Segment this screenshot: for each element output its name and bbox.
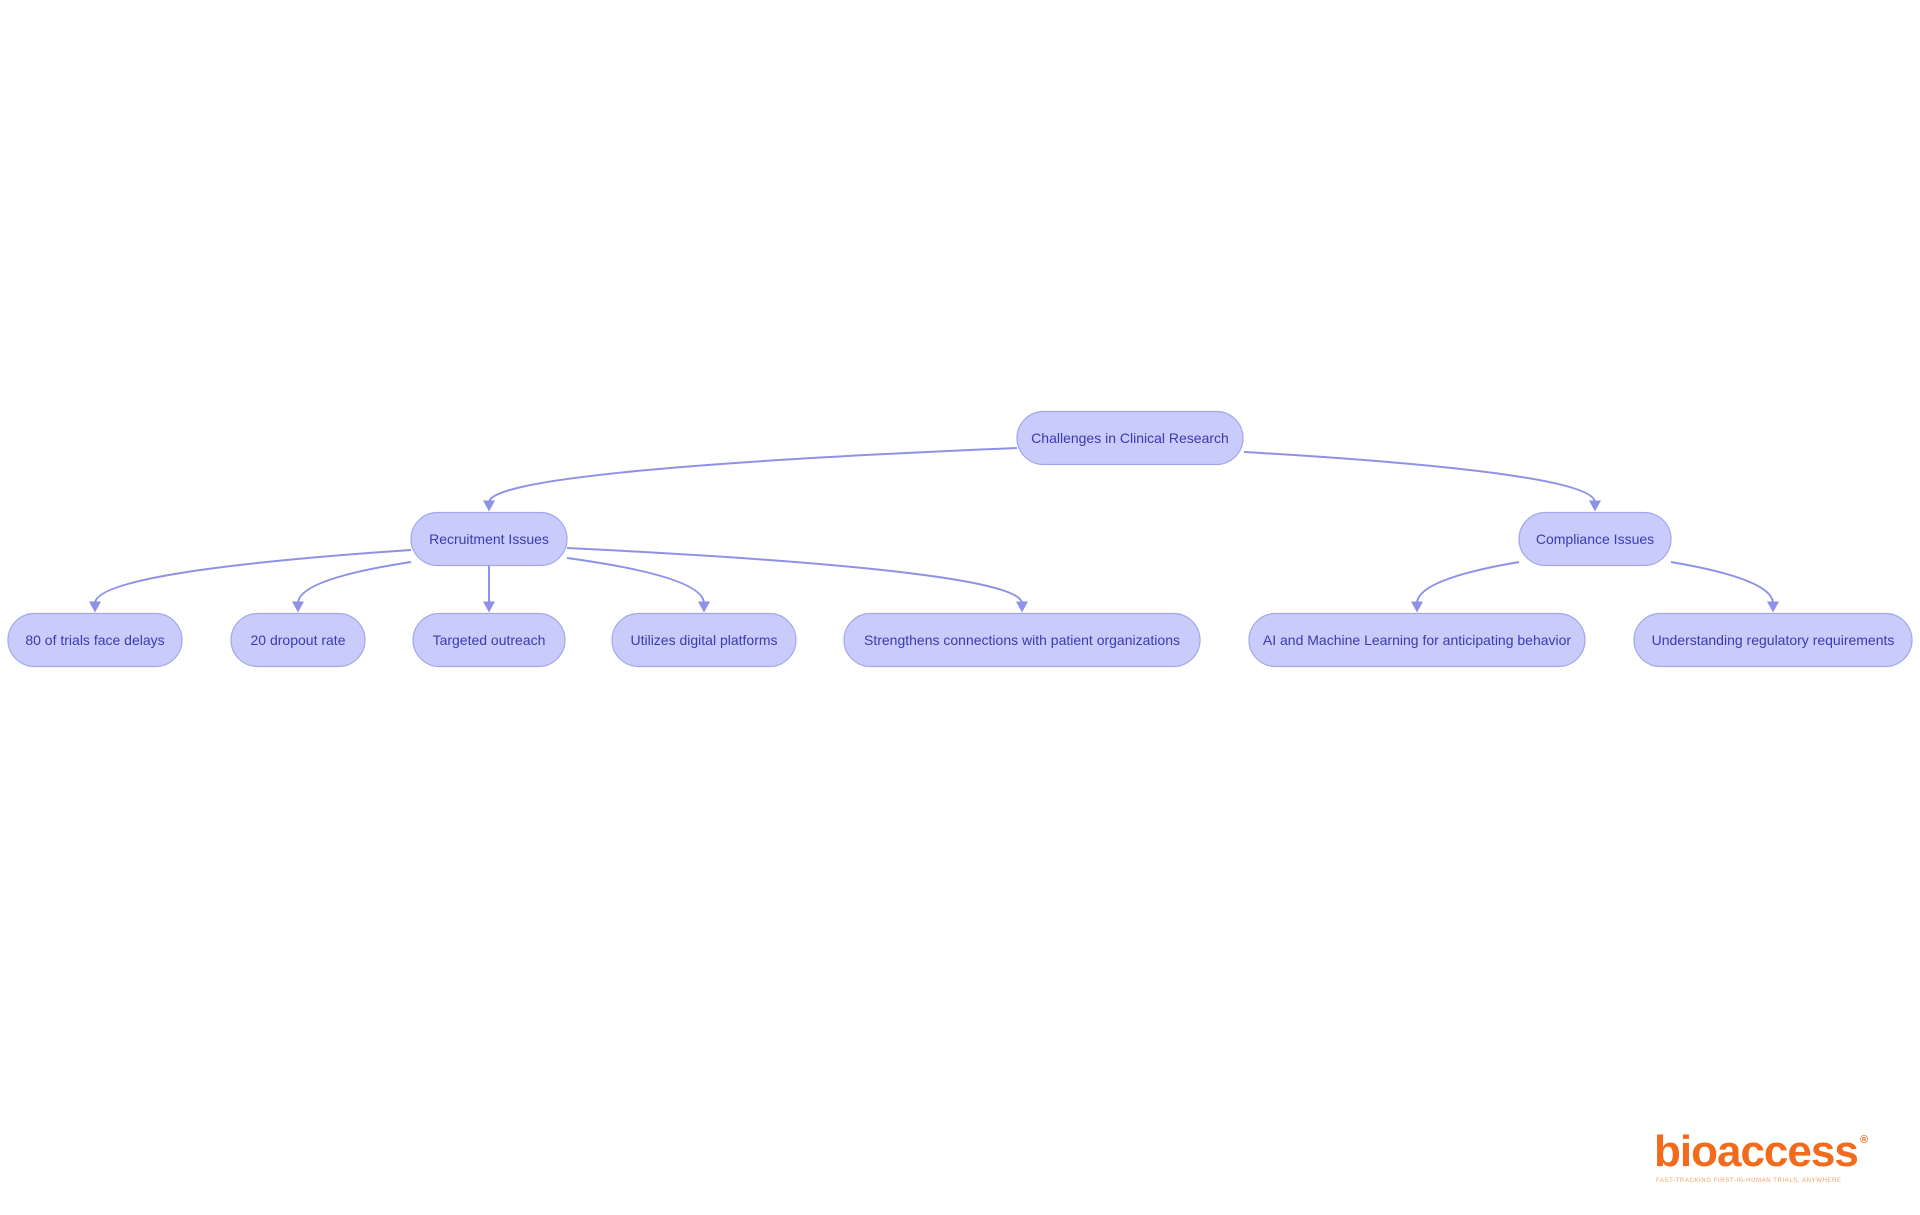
edge-recruitment-to-r2 xyxy=(297,561,412,604)
arrowhead-r2 xyxy=(292,601,304,613)
edge-root-to-compliance xyxy=(1243,451,1596,503)
node-c1: AI and Machine Learning for anticipating… xyxy=(1248,612,1586,668)
node-label-compliance: Compliance Issues xyxy=(1536,531,1654,547)
node-label-r5: Strengthens connections with patient org… xyxy=(864,632,1180,648)
edge-recruitment-to-r4 xyxy=(566,557,705,604)
node-label-recruitment: Recruitment Issues xyxy=(429,531,549,547)
node-shape-recruitment xyxy=(410,511,568,567)
node-shape-r2 xyxy=(230,612,366,668)
node-shape-compliance xyxy=(1518,511,1672,567)
arrowhead-r4 xyxy=(698,601,710,613)
registered-mark: ® xyxy=(1860,1134,1869,1146)
node-shape-r5 xyxy=(843,612,1201,668)
edge-compliance-to-c2 xyxy=(1670,561,1774,604)
node-shape-r1 xyxy=(7,612,183,668)
node-shape-c2 xyxy=(1633,612,1913,668)
node-label-r1: 80 of trials face delays xyxy=(25,632,164,648)
node-label-root: Challenges in Clinical Research xyxy=(1031,430,1229,446)
node-r1: 80 of trials face delays xyxy=(7,612,183,668)
node-shape-r4 xyxy=(611,612,797,668)
node-r5: Strengthens connections with patient org… xyxy=(843,612,1201,668)
arrowhead-r5 xyxy=(1016,601,1028,613)
node-label-c1: AI and Machine Learning for anticipating… xyxy=(1263,632,1572,648)
edge-recruitment-to-r1 xyxy=(94,549,412,604)
edges-layer xyxy=(89,447,1779,613)
node-r4: Utilizes digital platforms xyxy=(611,612,797,668)
node-r3: Targeted outreach xyxy=(412,612,566,668)
edge-recruitment-to-r5 xyxy=(566,547,1023,604)
arrowhead-r3 xyxy=(483,601,495,613)
node-shape-root xyxy=(1016,410,1244,466)
node-c2: Understanding regulatory requirements xyxy=(1633,612,1913,668)
node-compliance: Compliance Issues xyxy=(1518,511,1672,567)
arrowhead-c2 xyxy=(1767,601,1779,613)
node-shape-c1 xyxy=(1248,612,1586,668)
node-r2: 20 dropout rate xyxy=(230,612,366,668)
arrowhead-recruitment xyxy=(483,500,495,512)
logo-wordmark: bioaccess xyxy=(1654,1127,1859,1176)
node-root: Challenges in Clinical Research xyxy=(1016,410,1244,466)
arrowhead-r1 xyxy=(89,601,101,613)
nodes-layer: Challenges in Clinical ResearchRecruitme… xyxy=(7,410,1913,668)
arrowhead-c1 xyxy=(1411,601,1423,613)
node-recruitment: Recruitment Issues xyxy=(410,511,568,567)
node-shape-r3 xyxy=(412,612,566,668)
node-label-r2: 20 dropout rate xyxy=(251,632,346,648)
arrowhead-compliance xyxy=(1589,500,1601,512)
node-label-r4: Utilizes digital platforms xyxy=(630,632,777,648)
edge-compliance-to-c1 xyxy=(1416,561,1520,604)
node-label-r3: Targeted outreach xyxy=(433,632,546,648)
bioaccess-logo: bioaccess ® FAST-TRACKING FIRST-IN-HUMAN… xyxy=(1640,1128,1880,1188)
logo-tagline: FAST-TRACKING FIRST-IN-HUMAN TRIALS, ANY… xyxy=(1656,1178,1842,1184)
node-label-c2: Understanding regulatory requirements xyxy=(1652,632,1895,648)
edge-root-to-recruitment xyxy=(488,447,1018,503)
